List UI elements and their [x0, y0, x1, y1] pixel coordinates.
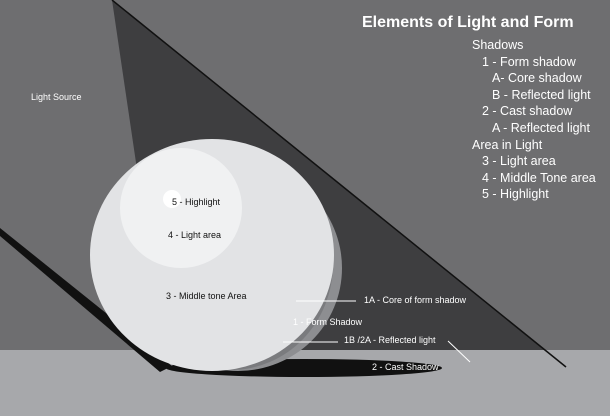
legend-item-text: B - Reflected light — [492, 87, 591, 102]
legend-item-text: A - Reflected light — [492, 120, 590, 135]
legend-item: Area in Light — [472, 137, 596, 154]
legend-item-text: 4 - Middle Tone area — [482, 170, 596, 185]
legend: Shadows 1 - Form shadow A- Core shadow B… — [472, 37, 596, 203]
legend-item: A- Core shadow — [472, 70, 596, 87]
middle-tone-label: 3 - Middle tone Area — [166, 291, 247, 301]
legend-item: B - Reflected light — [472, 87, 596, 104]
legend-item-text: Area in Light — [472, 137, 543, 152]
legend-item-text: 2 - Cast shadow — [482, 104, 573, 119]
legend-item: 3 - Light area — [472, 153, 596, 170]
legend-item: 4 - Middle Tone area — [472, 170, 596, 187]
legend-item: 2 - Cast shadow — [472, 103, 596, 120]
legend-item: 1 - Form shadow — [472, 54, 596, 71]
legend-item-text: Shadows — [472, 38, 524, 52]
sphere-light-area — [120, 148, 242, 268]
legend-item: A - Reflected light — [472, 120, 596, 137]
legend-item-text: 3 - Light area — [482, 154, 556, 169]
cast-shadow-label: 2 - Cast Shadow — [372, 362, 439, 372]
legend-item-text: 1 - Form shadow — [482, 54, 576, 69]
core-shadow-label: 1A - Core of form shadow — [364, 295, 467, 305]
leader-cast-shadow — [447, 340, 471, 363]
light-source-label: Light Source — [31, 92, 82, 102]
legend-item-text: A- Core shadow — [492, 71, 582, 86]
legend-item-text: 5 - Highlight — [482, 187, 549, 202]
form-shadow-label: 1 - Form Shadow — [293, 317, 363, 327]
reflected-light-label: 1B /2A - Reflected light — [344, 335, 436, 345]
page-title: Elements of Light and Form — [362, 14, 574, 31]
highlight-label: 5 - Highlight — [172, 197, 221, 207]
light-area-label: 4 - Light area — [168, 230, 222, 240]
light-ray-upper — [111, 0, 567, 368]
legend-item: Shadows — [472, 37, 596, 54]
highlight-spot — [163, 190, 181, 208]
legend-item: 5 - Highlight — [472, 186, 596, 203]
